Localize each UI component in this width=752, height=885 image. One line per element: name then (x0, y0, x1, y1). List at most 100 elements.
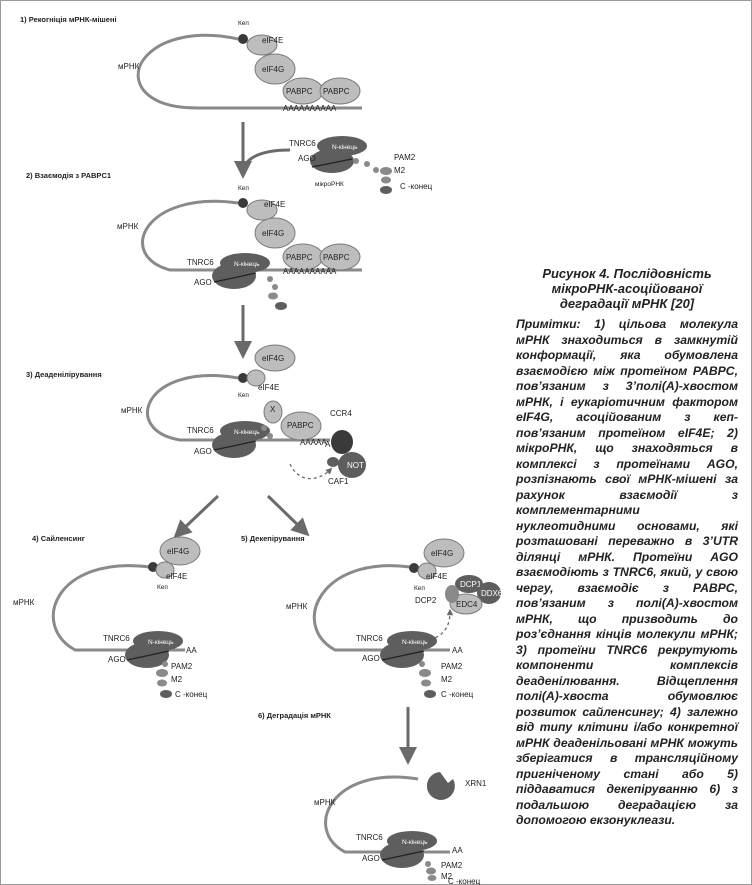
tnrc6-n-terminus (220, 421, 270, 441)
c-term-label: C -конец (441, 690, 474, 699)
x-label: X (270, 405, 276, 414)
panel-6: 6) Деградація мРНК мРНК XRN1 TNRC6 N-кін… (258, 711, 487, 885)
mirna-strand (126, 650, 170, 661)
not-protein (338, 452, 366, 478)
tnrc6-label: TNRC6 (187, 258, 214, 267)
m2-domain (268, 292, 278, 300)
tnrc6-label: TNRC6 (289, 139, 316, 148)
linker-bead (353, 158, 359, 164)
pam2-label: PAM2 (441, 662, 463, 671)
c-term-label: C -конец (400, 182, 433, 191)
c-term-label: C -конец (175, 690, 208, 699)
ago-protein (310, 149, 354, 173)
mrna-strand (136, 33, 362, 110)
eif4e-protein (246, 199, 278, 221)
mrna-strand (312, 564, 450, 652)
step-1-title: 1) Рекогніція мРНК-мішені (20, 15, 117, 24)
eif4e-protein (246, 369, 266, 387)
cap-icon (238, 198, 248, 208)
eif4e-label: eIF4E (264, 200, 285, 209)
n-term-label: N-кінець (234, 428, 260, 436)
ago-label: AGO (108, 655, 126, 664)
eif4g-protein (254, 53, 296, 85)
m2-label: M2 (441, 675, 453, 684)
cap-icon (409, 563, 419, 573)
m2-domain (427, 875, 437, 881)
panel-5: 5) Декепірування мРНК eIF4G eIF4E Кеп DC… (241, 534, 503, 699)
linker-bead (162, 661, 168, 667)
mrna-strand (141, 199, 362, 272)
mrna-strand (324, 775, 450, 854)
panel-4: 4) Сайленсинг мРНК eIF4G eIF4E Кеп TNRC6… (13, 534, 208, 699)
ddx6-protein (477, 582, 501, 604)
m2-label: M2 (171, 675, 183, 684)
pabpc-protein-2 (319, 243, 361, 271)
c-terminus-domain (275, 302, 287, 310)
eif4g-label: eIF4G (262, 65, 284, 74)
dcp2-protein (445, 585, 459, 603)
single-a: A (325, 440, 331, 449)
linker-bead (373, 167, 379, 173)
m2-label: M2 (394, 166, 406, 175)
pam2-domain (156, 669, 168, 677)
pam2-domain (380, 167, 392, 175)
arrow-3-to-4 (173, 494, 220, 539)
cap-label: Кеп (157, 584, 168, 591)
arrow-mirna-join (242, 148, 291, 167)
cap-icon (238, 34, 248, 44)
n-term-label: N-кінець (234, 260, 260, 268)
not-label: NOT (347, 461, 364, 470)
tnrc6-n-terminus (387, 831, 437, 851)
linker-bead (272, 284, 278, 290)
mrna-strand (145, 374, 330, 442)
mrna-label: мРНК (117, 222, 139, 231)
n-term-label: N-кінець (402, 838, 428, 846)
pam2-domain (426, 867, 436, 875)
step-4-title: 4) Сайленсинг (32, 534, 85, 543)
c-terminus-domain (380, 186, 392, 194)
linker-bead (419, 661, 425, 667)
tnrc6-label: TNRC6 (103, 634, 130, 643)
panel-1: 1) Рекогніція мРНК-мішені мРНК Кеп eIF4E… (20, 15, 362, 113)
n-term-label: N-кінець (148, 638, 174, 646)
pam2-label: PAM2 (441, 861, 463, 870)
eif4g-label: eIF4G (262, 354, 284, 363)
dcp1-label: DCP1 (460, 580, 482, 589)
figure-caption: Рисунок 4. Послідовність мікроРНК-асоцій… (516, 266, 738, 829)
eif4e-protein (417, 562, 437, 580)
mrna-label: мРНК (121, 406, 143, 415)
linker-bead (425, 861, 431, 867)
cap-icon (238, 373, 248, 383)
deadenylated-tail: AAAAA (300, 438, 327, 447)
tnrc6-n-terminus (133, 631, 183, 651)
eif4g-protein (254, 344, 296, 372)
mirna-strand (381, 650, 425, 661)
tnrc6-label: TNRC6 (187, 426, 214, 435)
tnrc6-label: TNRC6 (356, 634, 383, 643)
n-term-label: N-кінець (402, 638, 428, 646)
ago-label: AGO (362, 654, 380, 663)
pabpc-label-2: PABPC (323, 87, 350, 96)
pabpc-protein-2 (319, 77, 361, 105)
m2-label: M2 (441, 872, 453, 881)
eif4g-label: eIF4G (431, 549, 453, 558)
short-tail: AA (186, 646, 197, 655)
m2-domain (381, 176, 391, 184)
tnrc6-n-terminus (220, 253, 270, 273)
eif4e-label: eIF4E (426, 572, 447, 581)
step-6-title: 6) Деградація мРНК (258, 711, 331, 720)
eif4g-protein (159, 536, 201, 566)
mirna-strand (213, 440, 257, 451)
eif4e-label: eIF4E (258, 383, 279, 392)
cap-label: Кеп (238, 185, 249, 192)
caption-notes: Примітки: 1) цільова молекула мРНК знахо… (516, 317, 738, 827)
xrn1-label: XRN1 (465, 779, 487, 788)
linker-bead (261, 425, 267, 431)
pabpc-label-2: PABPC (323, 253, 350, 262)
tnrc6-n-terminus (387, 631, 437, 651)
edc4-label: EDC4 (456, 600, 478, 609)
mrna-label: мРНК (13, 598, 35, 607)
mirna-label: мікроРНК (315, 180, 344, 188)
short-tail: AA (452, 646, 463, 655)
xrn1-exonuclease (426, 772, 455, 800)
